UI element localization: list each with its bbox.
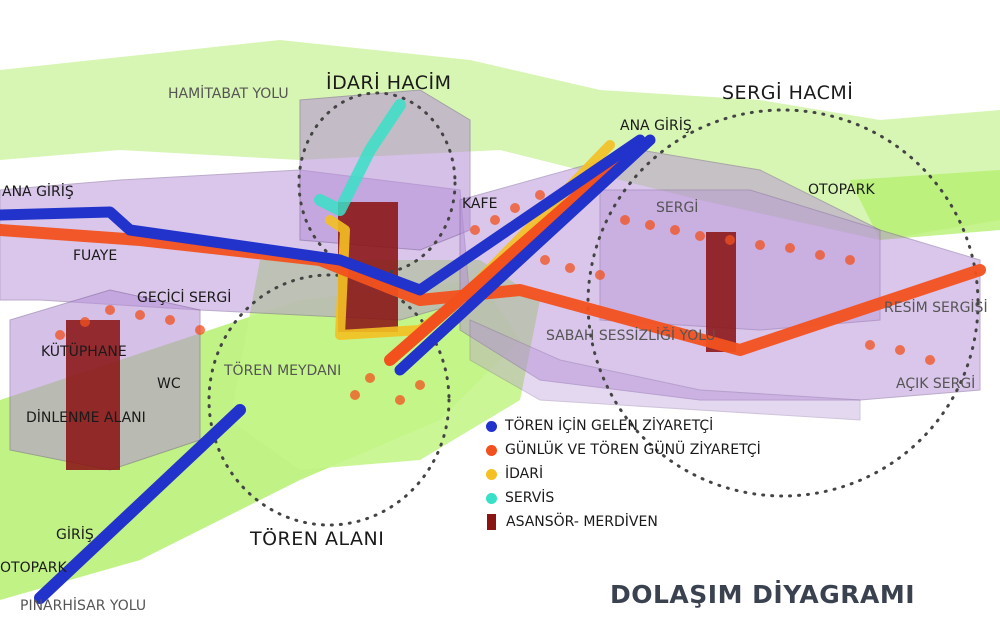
route-servis [314,99,406,216]
label-sergi-hacmi: SERGİ HACMİ [722,82,854,104]
legend-item: GÜNLÜK VE TÖREN GÜNÜ ZİYARETÇİ [486,438,761,462]
label-dinlenme-alani: DİNLENME ALANI [26,410,146,426]
legend-item: SERVİS [486,486,761,510]
label-toren-meydani: TÖREN MEYDANI [224,363,342,379]
dotted-paths [55,190,935,405]
label-sabah-sessizligi-yolu: SABAH SESSİZLİĞİ YOLU [546,328,716,344]
legend-swatch [486,444,497,456]
label-otopark-top: OTOPARK [808,182,875,198]
label-kafe: KAFE [462,196,498,212]
route-gunluk [0,224,986,356]
label-otopark-bottom: OTOPARK [0,560,67,576]
route-toren-2 [394,134,656,376]
label-wc: WC [157,376,181,392]
legend-swatch [486,492,497,504]
label-gecici-sergi: GEÇİCİ SERGİ [137,290,232,306]
legend-item: ASANSÖR- MERDİVEN [486,510,761,534]
label-giris: GİRİŞ [56,527,94,543]
legend-label: İDARİ [505,466,544,482]
legend-label: SERVİS [505,490,555,506]
legend: TÖREN İÇİN GELEN ZİYARETÇİ GÜNLÜK VE TÖR… [486,414,761,534]
route-gunluk-2 [384,139,642,366]
diagram-title: DOLAŞIM DİYAGRAMI [610,580,916,609]
label-kutuphane: KÜTÜPHANE [41,344,127,360]
label-idari-hacim: İDARİ HACİM [326,72,452,94]
label-pinarhisar-yolu: PINARHİSAR YOLU [20,598,147,614]
zone-rings [207,91,980,527]
route-toren [0,134,646,296]
label-hamitabat-yolu: HAMİTABAT YOLU [168,86,289,102]
routes [0,99,986,604]
legend-label: TÖREN İÇİN GELEN ZİYARETÇİ [505,418,714,434]
label-toren-alani: TÖREN ALANI [250,528,385,550]
label-ana-giris-left: ANA GİRİŞ [2,184,74,200]
legend-label: GÜNLÜK VE TÖREN GÜNÜ ZİYARETÇİ [505,442,761,458]
legend-swatch [486,420,497,432]
label-acik-sergi: AÇIK SERGİ [896,376,976,392]
legend-item: TÖREN İÇİN GELEN ZİYARETÇİ [486,414,761,438]
legend-label: ASANSÖR- MERDİVEN [506,514,658,530]
label-sergi: SERGİ [656,200,699,216]
route-toren-parking [34,404,246,604]
legend-item: İDARİ [486,462,761,486]
label-resim-sergisi: RESİM SERGİSİ [884,300,988,316]
legend-swatch [486,468,497,480]
label-ana-giris-right: ANA GİRİŞ [620,118,692,134]
label-fuaye: FUAYE [73,248,118,264]
legend-swatch [487,514,496,530]
